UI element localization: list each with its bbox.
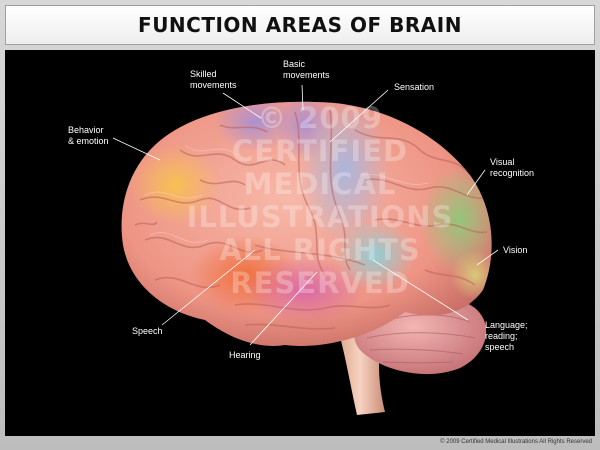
copyright-notice: © 2009 Certified Medical Illustrations A… xyxy=(440,439,592,445)
page-title: FUNCTION AREAS OF BRAIN xyxy=(138,13,462,37)
label-hearing: Hearing xyxy=(229,350,261,360)
label-basic-movements: Basic movements xyxy=(283,59,330,80)
sensation-area xyxy=(300,101,390,245)
label-visual-recognition: Visual recognition xyxy=(490,157,535,178)
brain-illustration xyxy=(112,84,499,415)
cerebrum xyxy=(121,101,492,346)
language-area xyxy=(335,220,415,290)
label-language-reading-speech: Language; reading; speech xyxy=(485,320,528,352)
hearing-area xyxy=(245,255,365,325)
label-vision: Vision xyxy=(503,245,528,255)
title-bar: FUNCTION AREAS OF BRAIN xyxy=(5,5,595,45)
diagram-panel: © 2009 CERTIFIED MEDICAL ILLUSTRATIONS A… xyxy=(5,50,595,436)
brain-folds xyxy=(134,109,488,330)
watermark: © 2009 CERTIFIED MEDICAL ILLUSTRATIONS A… xyxy=(186,101,454,300)
behavior-area xyxy=(130,145,220,225)
label-skilled-movements: Skilled movements xyxy=(190,69,237,90)
label-behavior-emotion: Behavior & emotion xyxy=(68,125,109,146)
leader-lines xyxy=(112,84,499,346)
visual-recognition-area xyxy=(420,165,492,275)
label-speech: Speech xyxy=(132,326,163,336)
label-sensation: Sensation xyxy=(394,82,435,92)
